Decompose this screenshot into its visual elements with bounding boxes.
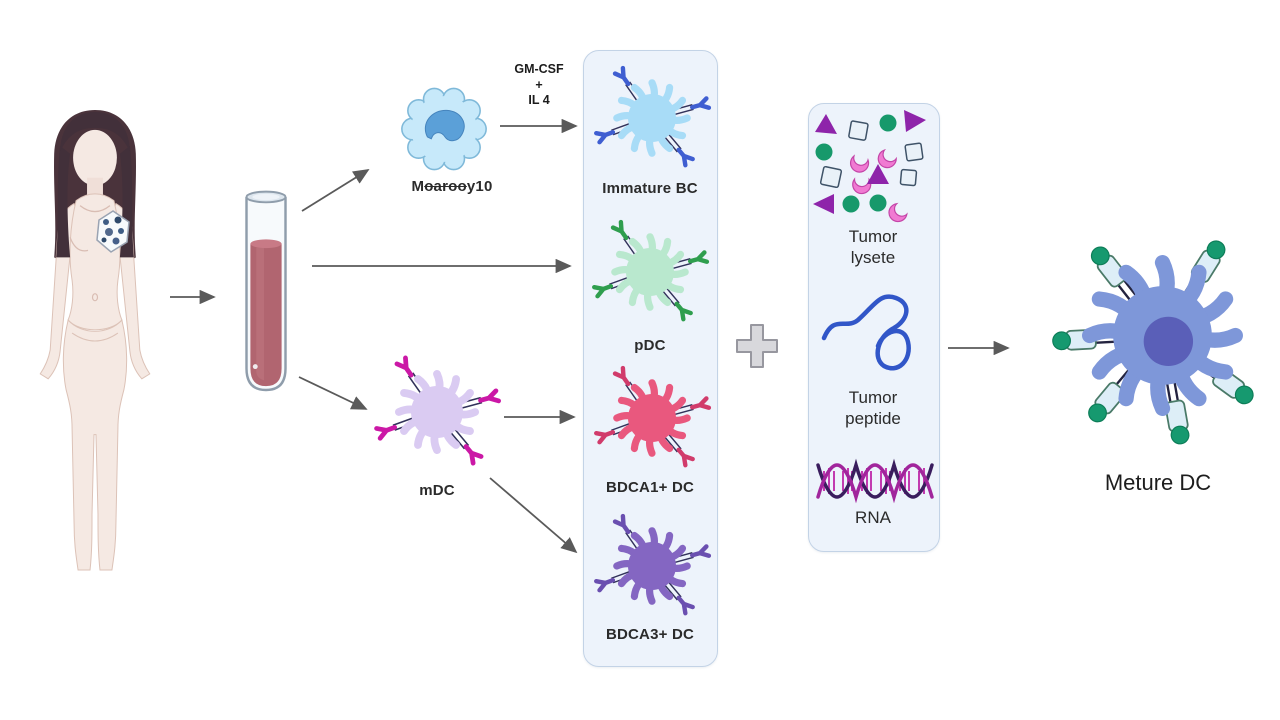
- rna-helix-icon: [816, 458, 934, 504]
- mature-dc-cell: [1051, 236, 1259, 447]
- bdca3-dc-label: BDCA3+ DC: [605, 626, 695, 643]
- cytokine-annotation: GM-CSF + IL 4: [495, 62, 583, 109]
- pdc-label: pDC: [634, 337, 666, 354]
- tumor-lysate-shapes: [813, 110, 926, 223]
- bdca1-dc-label: BDCA1+ DC: [605, 479, 695, 496]
- tumor-peptide-icon: [821, 294, 911, 371]
- plus-label: +: [535, 77, 543, 92]
- bdca1-dc-cell: [592, 358, 712, 478]
- monocyte-cell: [401, 87, 487, 171]
- pdc-cell: [590, 212, 710, 332]
- immature-dc-cell: [592, 58, 712, 178]
- mdc-cell: [372, 347, 502, 477]
- tumor-patch-icon: [96, 210, 130, 253]
- blood-tube-icon: [245, 190, 287, 392]
- mature-dc-label: Meture DC: [1104, 470, 1212, 495]
- bdca3-dc-cell: [592, 506, 712, 626]
- monocyte-label: Moarooy10: [411, 178, 493, 195]
- tumor-peptide-label: Tumor peptide: [845, 388, 901, 428]
- plus-icon: [736, 324, 778, 368]
- tumor-lysate-label: Tumor lysete: [848, 227, 898, 267]
- immature-dc-label: Immature BC: [602, 180, 698, 197]
- il4-label: IL 4: [528, 93, 550, 108]
- patient-figure: [39, 109, 151, 571]
- mdc-label: mDC: [419, 482, 455, 499]
- rna-label: RNA: [855, 508, 891, 527]
- gmcsf-label: GM-CSF: [514, 62, 564, 76]
